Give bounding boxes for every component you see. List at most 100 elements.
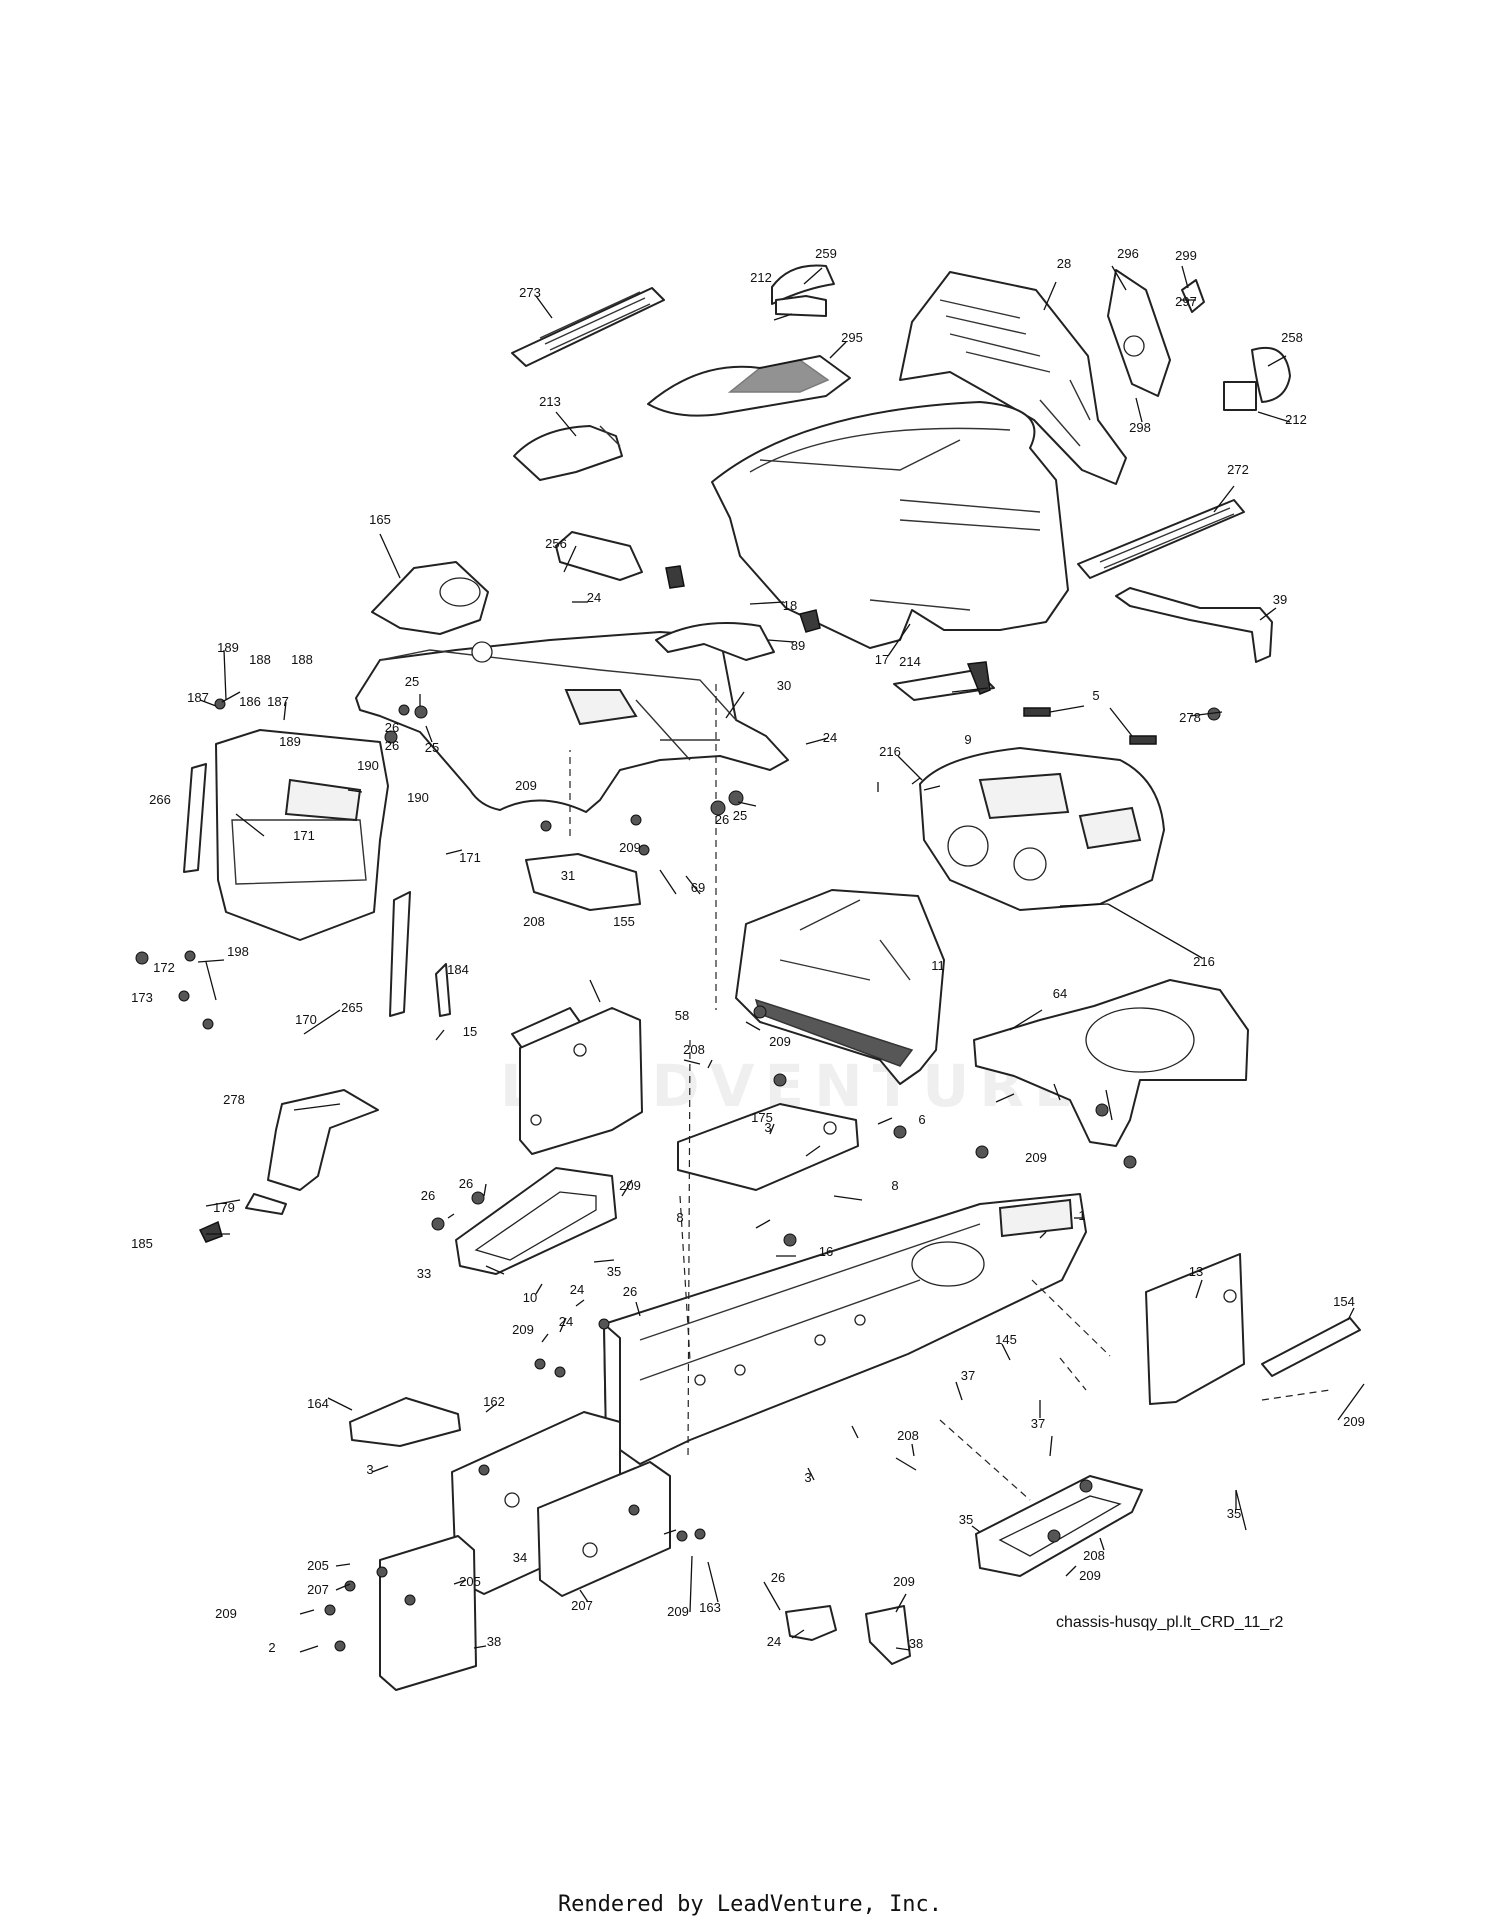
callout-299: 299	[1175, 248, 1197, 263]
part-58-shroud	[973, 979, 1249, 1147]
callout-205: 205	[459, 1574, 481, 1589]
callout-3: 3	[366, 1462, 373, 1477]
callout-35: 35	[959, 1512, 973, 1527]
part-89-cover	[655, 622, 775, 661]
part-18-piece-b	[799, 609, 821, 633]
callout-24: 24	[559, 1314, 573, 1329]
part-38-bracket-b	[865, 1605, 911, 1665]
callout-33: 33	[417, 1266, 431, 1281]
callout-3: 3	[804, 1470, 811, 1485]
part-272-grille	[1077, 499, 1245, 579]
part-214-step	[893, 661, 995, 701]
callout-186: 186	[239, 694, 261, 709]
callout-24: 24	[587, 590, 601, 605]
callout-145: 145	[995, 1332, 1017, 1347]
callout-5: 5	[1092, 688, 1099, 703]
callout-209: 209	[515, 778, 537, 793]
callout-172: 172	[153, 960, 175, 975]
callout-208: 208	[897, 1428, 919, 1443]
callout-212: 212	[750, 270, 772, 285]
footer-credit: Rendered by LeadVenture, Inc.	[557, 1892, 943, 1917]
part-154-bracket	[1261, 1317, 1361, 1377]
part-266-rail	[183, 763, 207, 873]
callout-190: 190	[357, 758, 379, 773]
callout-205: 205	[307, 1558, 329, 1573]
callout-15: 15	[463, 1024, 477, 1039]
callout-190: 190	[407, 790, 429, 805]
callout-208: 208	[1083, 1548, 1105, 1563]
callout-3: 3	[764, 1120, 771, 1135]
part-6-plate	[677, 1103, 859, 1191]
callout-212: 212	[1285, 412, 1307, 427]
part-31-bracket	[525, 853, 641, 911]
callout-1: 1	[1078, 1208, 1085, 1223]
callout-18: 18	[783, 598, 797, 613]
callout-37: 37	[1031, 1416, 1045, 1431]
part-273-air-duct	[511, 287, 665, 367]
callout-272: 272	[1227, 462, 1249, 477]
callout-26: 26	[715, 812, 729, 827]
callout-278: 278	[223, 1092, 245, 1107]
callout-9: 9	[964, 732, 971, 747]
callout-208: 208	[523, 914, 545, 929]
part-5-clip	[1023, 707, 1157, 745]
part-64-heat-shield	[735, 889, 945, 1085]
callout-185: 185	[131, 1236, 153, 1251]
callout-297: 297	[1175, 294, 1197, 309]
assembly-guide-lines	[569, 684, 1331, 1501]
callout-8: 8	[891, 1178, 898, 1193]
callout-163: 163	[699, 1600, 721, 1615]
callout-266: 266	[149, 792, 171, 807]
part-39-bracket	[1115, 587, 1273, 663]
part-164-bracket	[349, 1397, 461, 1447]
part-295-vent-grille	[647, 355, 851, 417]
part-265-rail	[389, 891, 411, 1017]
callout-24: 24	[570, 1282, 584, 1297]
callout-11: 11	[931, 958, 945, 973]
callout-26: 26	[771, 1570, 785, 1585]
part-17-hood	[711, 401, 1069, 649]
callout-26: 26	[421, 1188, 435, 1203]
callout-209: 209	[893, 1574, 915, 1589]
callout-26: 26	[459, 1176, 473, 1191]
part-175-cover	[267, 1089, 379, 1191]
callout-189: 189	[279, 734, 301, 749]
callout-296: 296	[1117, 246, 1139, 261]
callout-265: 265	[341, 1000, 363, 1015]
leader-lines	[197, 265, 1365, 1653]
callout-298: 298	[1129, 420, 1151, 435]
part-13-side-plate	[1145, 1253, 1245, 1405]
callout-198: 198	[227, 944, 249, 959]
part-256-cover	[555, 531, 643, 581]
callout-2: 2	[268, 1640, 275, 1655]
callout-26: 26	[385, 738, 399, 753]
callout-24: 24	[823, 730, 837, 745]
callout-69: 69	[691, 880, 705, 895]
part-30-fender	[355, 631, 789, 813]
part-296-side-panel	[1107, 269, 1205, 397]
callout-258: 258	[1281, 330, 1303, 345]
part-28-dash-cover	[899, 271, 1127, 485]
callout-89: 89	[791, 638, 805, 653]
callout-30: 30	[777, 678, 791, 693]
callout-207: 207	[307, 1582, 329, 1597]
callout-17: 17	[875, 652, 889, 667]
part-34-footrest	[975, 1475, 1143, 1577]
callout-31: 31	[561, 868, 575, 883]
callout-38: 38	[487, 1634, 501, 1649]
callout-209: 209	[769, 1034, 791, 1049]
callout-25: 25	[733, 808, 747, 823]
callout-209: 209	[1025, 1150, 1047, 1165]
callout-6: 6	[918, 1112, 925, 1127]
callout-39: 39	[1273, 592, 1287, 607]
callout-209: 209	[1079, 1568, 1101, 1583]
callout-209: 209	[667, 1604, 689, 1619]
callout-216: 216	[1193, 954, 1215, 969]
callout-188: 188	[291, 652, 313, 667]
callout-64: 64	[1053, 986, 1067, 1001]
callout-171: 171	[459, 850, 481, 865]
part-184-rod	[435, 963, 451, 1017]
callout-207: 207	[571, 1598, 593, 1613]
callout-25: 25	[405, 674, 419, 689]
